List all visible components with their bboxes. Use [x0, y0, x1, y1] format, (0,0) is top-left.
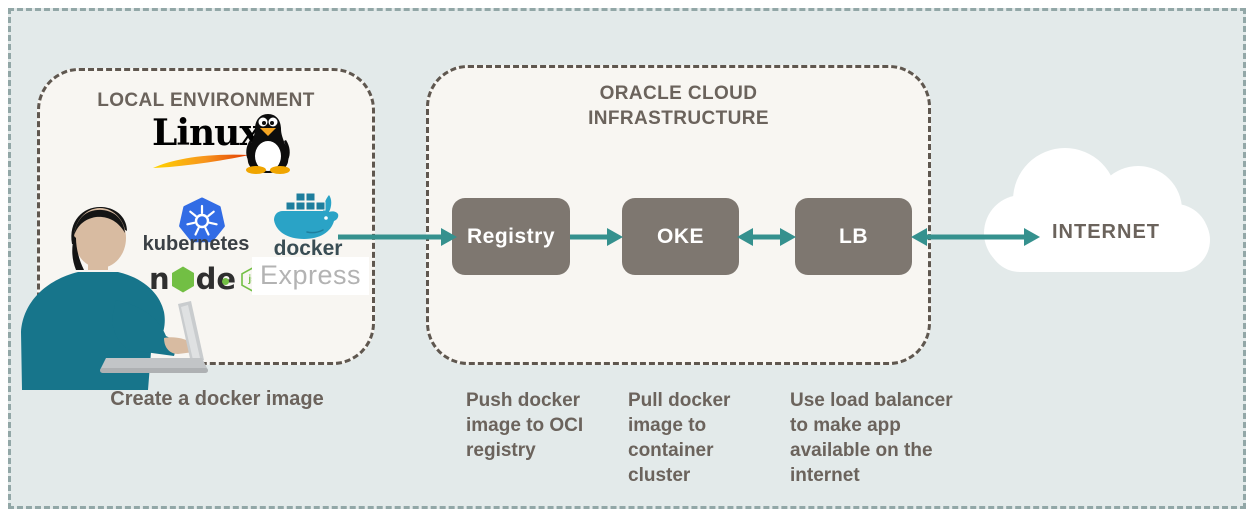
- internet-label: INTERNET: [1052, 221, 1160, 243]
- linux-swoosh-icon: [153, 154, 249, 168]
- express-wordmark: Express: [252, 257, 370, 295]
- node-letter: e: [216, 262, 236, 296]
- node-letter: d: [195, 262, 217, 296]
- local-environment-title: LOCAL ENVIRONMENT: [97, 90, 315, 111]
- step-caption-lb: Use load balancer to make app available …: [790, 390, 953, 486]
- nodejs-logo: n d e js: [149, 260, 264, 298]
- oke-node: OKE: [622, 198, 739, 275]
- oci-title: ORACLE CLOUD INFRASTRUCTURE: [429, 81, 928, 131]
- docker-whale-icon: [274, 192, 339, 239]
- node-e-dot: [222, 278, 230, 285]
- create-docker-image-caption: Create a docker image: [110, 388, 324, 410]
- lb-node: LB: [795, 198, 912, 275]
- step-caption-push: Push docker image to OCI registry: [466, 390, 584, 461]
- linux-wordmark: Linux: [152, 112, 261, 154]
- oci-title-line2: INFRASTRUCTURE: [588, 108, 769, 129]
- node-letter: n: [149, 262, 170, 296]
- oci-title-line1: ORACLE CLOUD: [599, 83, 758, 104]
- tux-penguin-icon: [246, 114, 290, 174]
- kubernetes-wheel-icon: [179, 197, 225, 243]
- person-at-laptop-illustration: [21, 206, 208, 390]
- kubernetes-wordmark: kubernetes: [142, 233, 250, 255]
- node-hexagon-icon: [171, 266, 194, 292]
- registry-node: Registry: [452, 198, 570, 275]
- linux-logo: Linux™: [152, 112, 302, 181]
- docker-wordmark: docker: [273, 237, 343, 260]
- internet-cloud-icon: [984, 148, 1210, 272]
- step-caption-pull: Pull docker image to container cluster: [628, 390, 731, 486]
